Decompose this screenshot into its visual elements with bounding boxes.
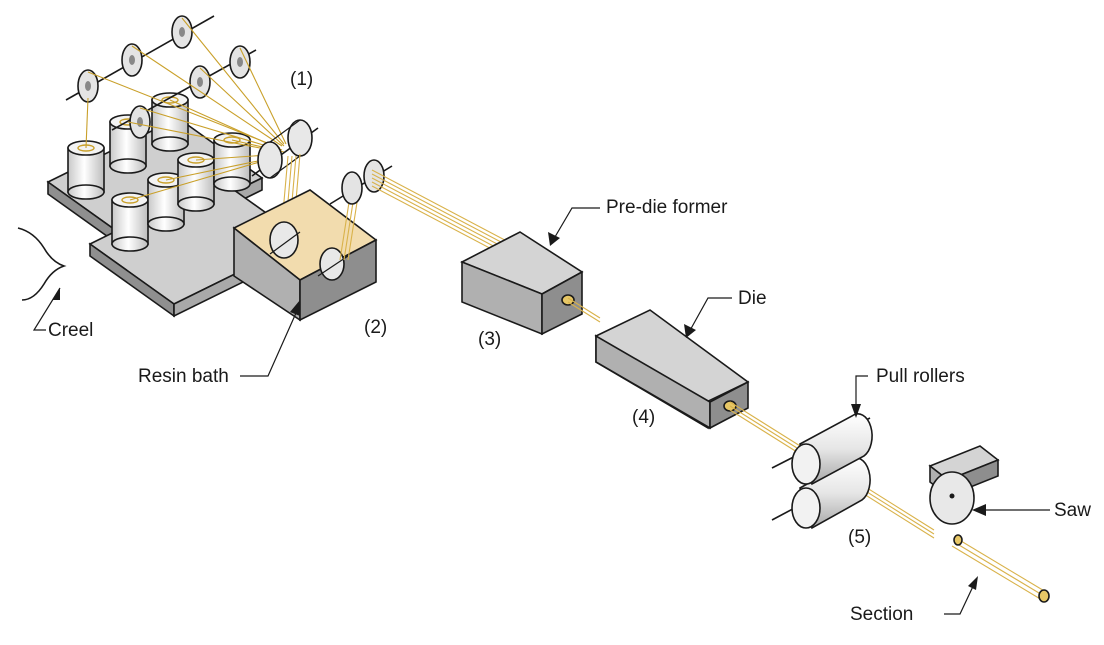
- fibers-out-of-bath: [339, 195, 359, 261]
- saw-label: Saw: [1054, 500, 1091, 521]
- cut-section: [951, 534, 1050, 603]
- guide-roll: [329, 159, 393, 205]
- creel-bracket: [17, 227, 67, 301]
- callout-leaders: [32, 207, 1050, 615]
- gathering-roll: [251, 119, 319, 179]
- step-1-label: (1): [290, 69, 314, 90]
- step-3-label: (3): [478, 329, 502, 350]
- pre-die-former: [460, 231, 584, 336]
- pull-rollers-label: Pull rollers: [876, 366, 965, 387]
- step-5-label: (5): [848, 527, 872, 548]
- creel-fibers: [85, 17, 287, 201]
- die: [594, 309, 750, 430]
- section-label: Section: [850, 604, 914, 625]
- creel-label: Creel: [48, 320, 94, 341]
- saw: [928, 445, 1000, 525]
- spool-group-front: [111, 132, 251, 252]
- pull-rollers: [771, 413, 873, 530]
- step-4-label: (4): [632, 407, 656, 428]
- resin-bath-label: Resin bath: [138, 366, 229, 387]
- die-label: Die: [738, 288, 767, 309]
- creel-guide-pulleys: [65, 15, 257, 139]
- fiber-bundle-2: [567, 297, 601, 323]
- step-2-label: (2): [364, 317, 388, 338]
- pre-die-former-label: Pre-die former: [606, 197, 728, 218]
